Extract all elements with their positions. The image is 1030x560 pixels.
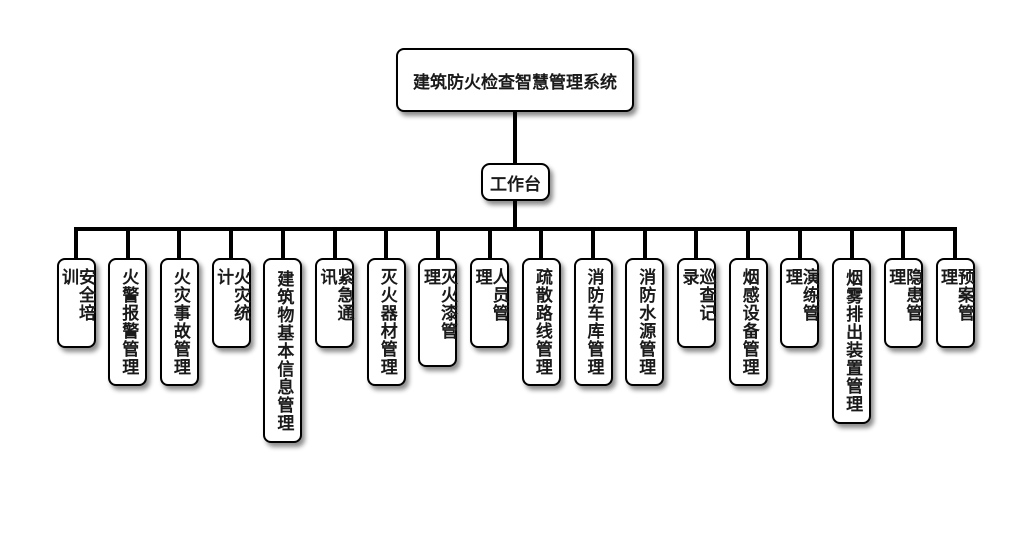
hub-node: 工作台 [481,163,550,201]
connector-root-hub [513,112,517,163]
connector-drop [435,229,440,259]
connector-hub-bus [513,201,517,230]
connector-drop [229,229,234,259]
module-node: 灭火漆管理 [418,258,458,367]
module-node-label: 紧急通讯 [316,268,354,322]
connector-drop [280,229,285,259]
connector-drop [384,229,389,259]
module-node-label: 火灾事故管理 [169,268,190,376]
module-node: 建筑物基本信息管理 [263,258,303,443]
connector-drop [125,229,130,259]
connector-drop [332,229,337,259]
module-node-label: 烟感设备管理 [738,268,759,376]
connector-drop [74,229,78,259]
connector-drop [953,229,957,259]
module-node-label: 演练管理 [781,268,819,322]
module-node: 人员管理 [470,258,510,348]
module-node: 紧急通讯 [315,258,355,348]
connector-drop [591,229,596,259]
connector-bus [74,227,957,231]
module-node-label: 灭火器材管理 [376,268,397,376]
connector-drop [487,229,492,259]
module-node: 预案管理 [935,258,975,348]
module-node: 疏散路线管理 [521,258,561,386]
connector-drop [849,229,854,259]
module-node: 隐患管理 [883,258,923,348]
module-node: 烟感设备管理 [728,258,768,386]
module-node-label: 烟雾排出装置管理 [842,269,863,413]
connector-drop [694,229,699,259]
module-node-label: 消防水源管理 [635,268,656,376]
module-node-label: 隐患管理 [885,268,923,322]
module-node: 安全培训 [56,258,96,348]
connector-drop [177,229,182,259]
connector-drop [797,229,802,259]
module-node: 灭火器材管理 [366,258,406,386]
module-node: 消防水源管理 [625,258,665,386]
module-node-label: 消防车库管理 [583,268,604,376]
module-node-label: 火灾统计 [213,268,251,322]
module-node-label: 安全培训 [58,268,95,322]
module-node: 消防车库管理 [573,258,613,386]
module-node-label: 疏散路线管理 [531,268,552,376]
module-node: 火灾事故管理 [159,258,199,386]
module-node-label: 灭火漆管理 [419,268,457,340]
root-node-label: 建筑防火检查智慧管理系统 [413,72,617,93]
module-node-label: 巡查记录 [678,268,716,322]
module-node-label: 预案管理 [937,268,974,322]
module-node: 演练管理 [780,258,820,348]
module-node-label: 建筑物基本信息管理 [273,269,294,432]
module-node: 烟雾排出装置管理 [832,258,872,424]
connector-drop [901,229,906,259]
connector-drop [642,229,647,259]
module-node: 巡查记录 [676,258,716,348]
module-node-label: 人员管理 [471,268,509,322]
module-node-label: 火警报警管理 [118,268,139,376]
root-node: 建筑防火检查智慧管理系统 [396,48,634,112]
hub-node-label: 工作台 [490,174,541,195]
module-node: 火灾统计 [211,258,251,348]
connector-drop [539,229,544,259]
module-node: 火警报警管理 [108,258,148,386]
connector-drop [746,229,751,259]
